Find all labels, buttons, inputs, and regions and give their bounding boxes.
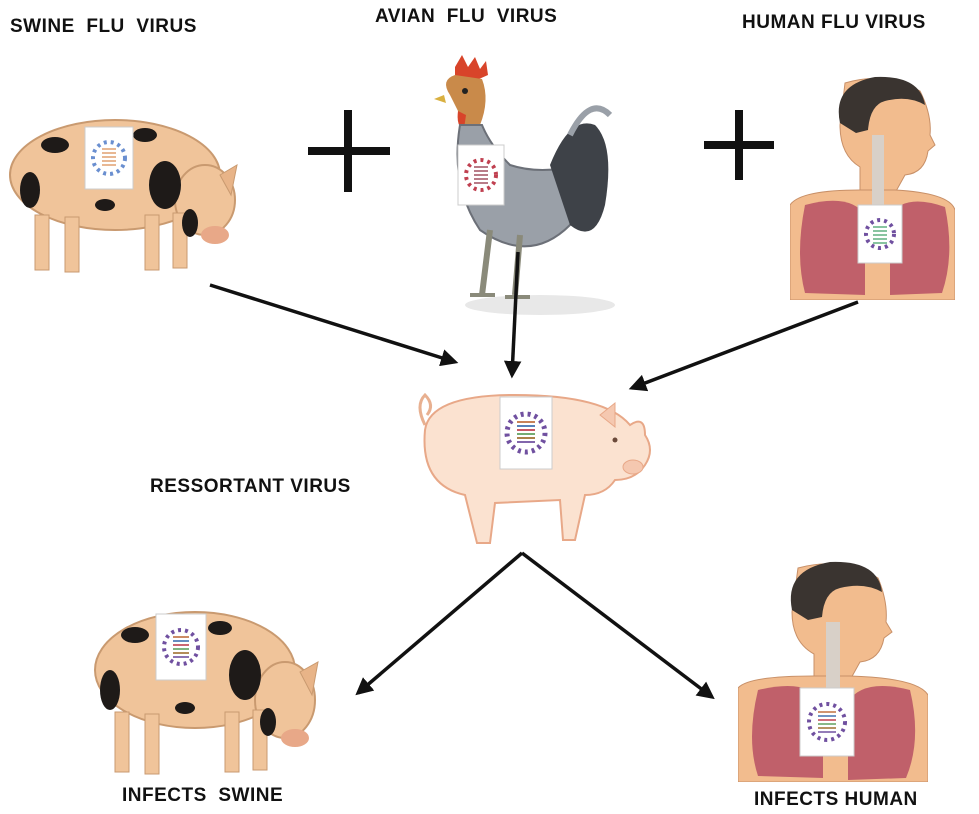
arrow-icon xyxy=(632,302,858,388)
arrow-icon xyxy=(210,285,455,362)
arrow-icon xyxy=(522,553,712,697)
arrow-icon xyxy=(512,252,518,375)
arrow-icon xyxy=(358,553,522,693)
